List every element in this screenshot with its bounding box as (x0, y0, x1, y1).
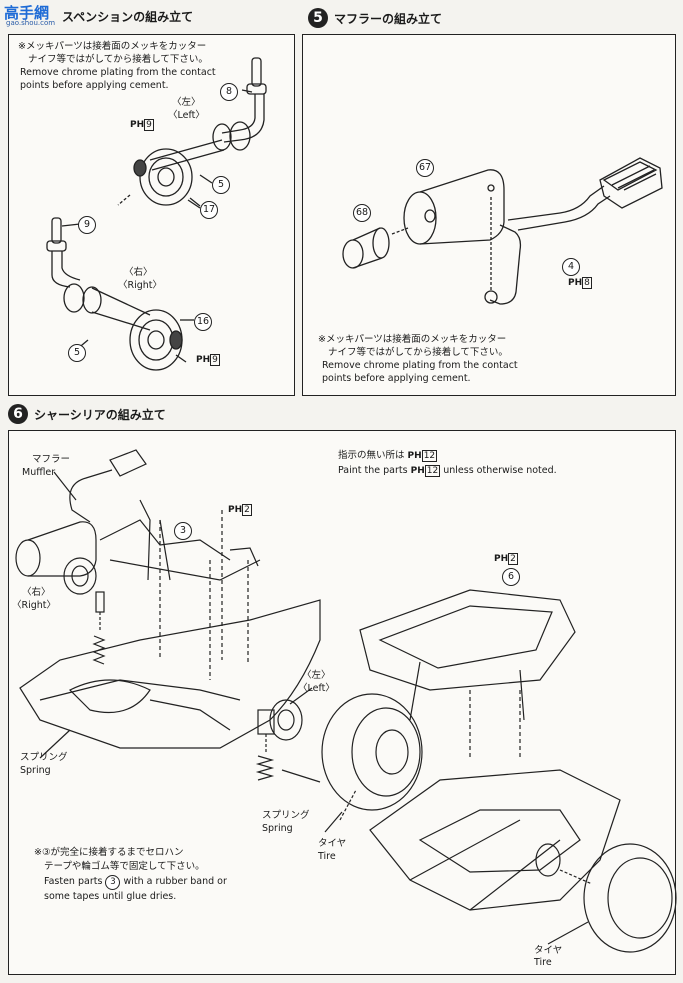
step4-part-16: 16 (194, 313, 212, 331)
step4-part-5a: 5 (212, 176, 230, 194)
step6-left-jp: 〈左〉 (302, 670, 331, 681)
step4-title: スペンションの組み立て (62, 10, 194, 24)
step6-right-en: 〈Right〉 (12, 600, 57, 611)
step6-fasten-note-en-1: Fasten parts 3 with a rubber band or (44, 875, 227, 890)
step6-fasten-note-jp-2: テープや輪ゴム等で固定して下さい。 (44, 861, 205, 872)
step6-tire-rear-jp: タイヤ (534, 945, 563, 956)
step6-number: 6 (8, 404, 28, 424)
step6-left-en: 〈Left〉 (298, 683, 335, 694)
step6-right-jp: 〈右〉 (22, 587, 51, 598)
step4-part-8: 8 (220, 83, 238, 101)
step6-spring-left-en: Spring (20, 765, 51, 776)
step5-title: マフラーの組み立て (334, 12, 443, 26)
site-url: gao.shou.com (6, 19, 56, 27)
step4-part-17: 17 (200, 201, 218, 219)
step5-note-en-2: points before applying cement. (322, 373, 471, 384)
step6-fasten-note-en-2: some tapes until glue dries. (44, 891, 177, 902)
step6-tire-rear-en: Tire (534, 957, 552, 968)
step5-part-4: 4 (562, 258, 580, 276)
step4-note-en-2: points before applying cement. (20, 80, 169, 91)
site-logo: 高手網 (4, 4, 50, 22)
step6-part-3: 3 (174, 522, 192, 540)
step6-title: シャーシリアの組み立て (34, 408, 166, 422)
step6-tire-front-jp: タイヤ (318, 838, 347, 849)
step6-spring-left-jp: スプリング (20, 752, 68, 763)
step6-spring-right-en: Spring (262, 823, 293, 834)
step4-right-en: 〈Right〉 (118, 280, 163, 291)
step4-part-9: 9 (78, 216, 96, 234)
step6-part-6: 6 (502, 568, 520, 586)
step4-part-5b: 5 (68, 344, 86, 362)
step4-note-en-1: Remove chrome plating from the contact (20, 67, 216, 78)
step4-left-en: 〈Left〉 (168, 110, 205, 121)
step4-left-jp: 〈左〉 (172, 97, 201, 108)
step6-tire-front-en: Tire (318, 851, 336, 862)
step5-part-67: 67 (416, 159, 434, 177)
step4-note-jp-1: ※メッキパーツは接着面のメッキをカッター (18, 41, 207, 52)
step5-part-68: 68 (353, 204, 371, 222)
step6-spring-right-jp: スプリング (262, 810, 310, 821)
step6-muffler-en: Muffler (22, 467, 56, 478)
step4-note-jp-2: ナイフ等ではがしてから接着して下さい。 (28, 54, 208, 65)
step4-right-jp: 〈右〉 (124, 267, 153, 278)
step6-fasten-note-jp-1: ※③が完全に接着するまでセロハン (34, 847, 184, 858)
step5-number: 5 (308, 8, 328, 28)
step5-note-en-1: Remove chrome plating from the contact (322, 360, 518, 371)
step5-note-jp-2: ナイフ等ではがしてから接着して下さい。 (328, 347, 508, 358)
step5-note-jp-1: ※メッキパーツは接着面のメッキをカッター (318, 334, 507, 345)
step6-muffler-jp: マフラー (32, 454, 71, 465)
